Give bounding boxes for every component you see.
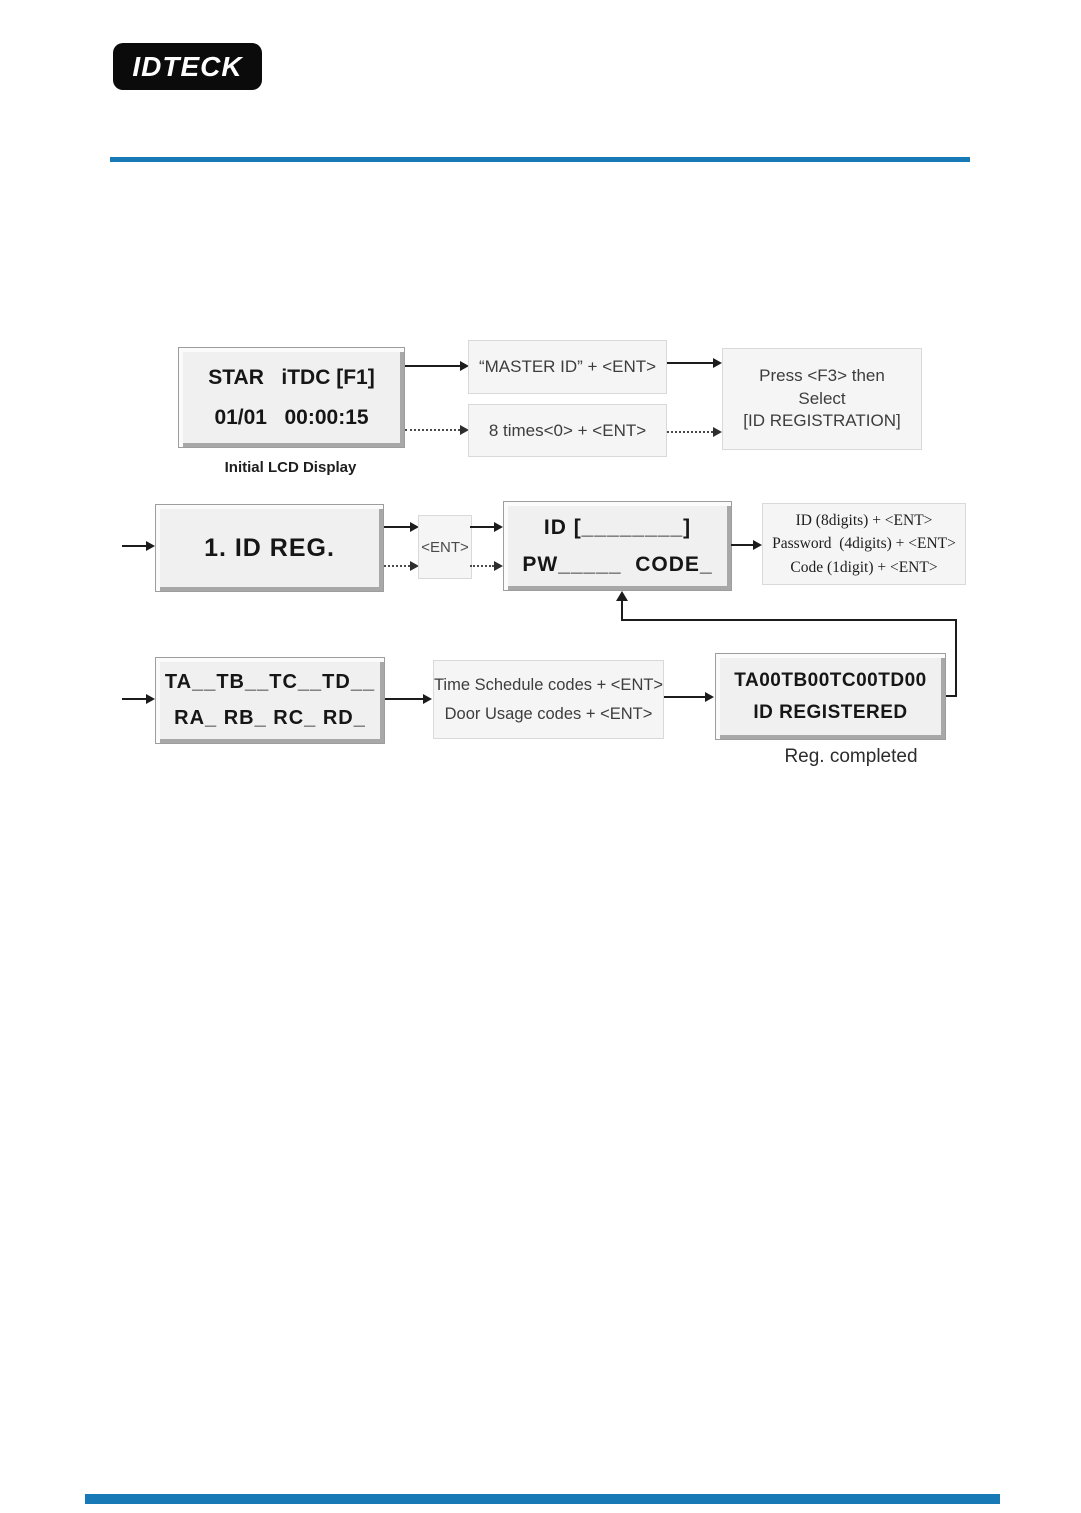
footer-rule [85, 1494, 1000, 1504]
box-id-digits-line2: Password (4digits) + <ENT> [772, 535, 956, 553]
header-rule [110, 157, 970, 162]
lcd-id-reg: 1. ID REG. [155, 504, 384, 592]
box-ent-label: <ENT> [421, 538, 469, 556]
box-8-times: 8 times<0> + <ENT> [468, 404, 667, 457]
box-schedule-line1: Time Schedule codes + <ENT> [433, 675, 664, 694]
box-press-f3-line1: Press <F3> then [759, 366, 885, 386]
idteck-logo: IDTECK [113, 43, 262, 90]
box-id-digits-line1: ID (8digits) + <ENT> [795, 512, 933, 530]
lcd-registered-line1: TA00TB00TC00TD00 [734, 669, 927, 691]
box-master-id: “MASTER ID” + <ENT> [468, 340, 667, 394]
arrow-dotted-8times-to-pressf3 [667, 427, 722, 437]
arrow-tacodes-to-schedule [385, 694, 432, 704]
lcd-ta-codes-line1: TA__TB__TC__TD__ [164, 671, 376, 693]
box-master-id-label: “MASTER ID” + <ENT> [478, 357, 657, 376]
arrow-star-to-masterid [405, 361, 469, 371]
box-schedule-line2: Door Usage codes + <ENT> [444, 704, 653, 723]
lcd-initial-display: STAR iTDC [F1] 01/01 00:00:15 [178, 347, 405, 448]
connector-stub [944, 695, 957, 697]
box-ent: <ENT> [418, 515, 472, 579]
arrow-schedule-to-registered [664, 692, 714, 702]
box-8-times-label: 8 times<0> + <ENT> [488, 420, 647, 440]
lcd-ta-codes: TA__TB__TC__TD__ RA_ RB_ RC_ RD_ [155, 657, 385, 744]
arrow-dotted-idreg-to-ent [384, 561, 419, 571]
connector-horizontal [621, 619, 957, 621]
arrow-in-tacodes [122, 694, 155, 704]
connector-arrowhead-up [616, 591, 628, 601]
lcd-initial-line1: STAR iTDC [F1] [208, 365, 375, 389]
box-press-f3: Press <F3> then Select [ID REGISTRATION] [722, 348, 922, 450]
caption-initial-lcd-display: Initial LCD Display [224, 459, 357, 476]
box-schedule-codes: Time Schedule codes + <ENT> Door Usage c… [433, 660, 664, 739]
lcd-registered-line2: ID REGISTERED [753, 701, 908, 723]
arrow-dotted-ent-to-idpw [470, 561, 503, 571]
arrow-masterid-to-pressf3 [667, 358, 722, 368]
idteck-logo-text: IDTECK [132, 50, 243, 82]
arrow-idpw-to-digits [731, 540, 762, 550]
box-press-f3-line2: Select [798, 388, 846, 408]
connector-vertical-right [955, 619, 957, 697]
box-id-digits-line3: Code (1digit) + <ENT> [790, 558, 938, 576]
lcd-id-reg-label: 1. ID REG. [204, 533, 335, 562]
lcd-id-pw: ID [________] PW_____ CODE_ [503, 501, 732, 591]
arrow-dotted-star-to-8times [405, 425, 469, 435]
lcd-id-registered: TA00TB00TC00TD00 ID REGISTERED [715, 653, 946, 740]
label-reg-completed: Reg. completed [784, 746, 918, 767]
lcd-initial-line2: 01/01 00:00:15 [214, 405, 369, 429]
lcd-ta-codes-line2: RA_ RB_ RC_ RD_ [174, 707, 366, 729]
arrow-ent-to-idpw [470, 522, 503, 532]
box-press-f3-line3: [ID REGISTRATION] [743, 411, 901, 431]
box-id-digits: ID (8digits) + <ENT> Password (4digits) … [762, 503, 966, 585]
arrow-idreg-to-ent [384, 522, 419, 532]
lcd-id-pw-line2: PW_____ CODE_ [522, 552, 713, 576]
connector-vertical-left [621, 600, 623, 621]
lcd-id-pw-line1: ID [________] [543, 515, 692, 539]
arrow-in-idreg [122, 541, 155, 551]
